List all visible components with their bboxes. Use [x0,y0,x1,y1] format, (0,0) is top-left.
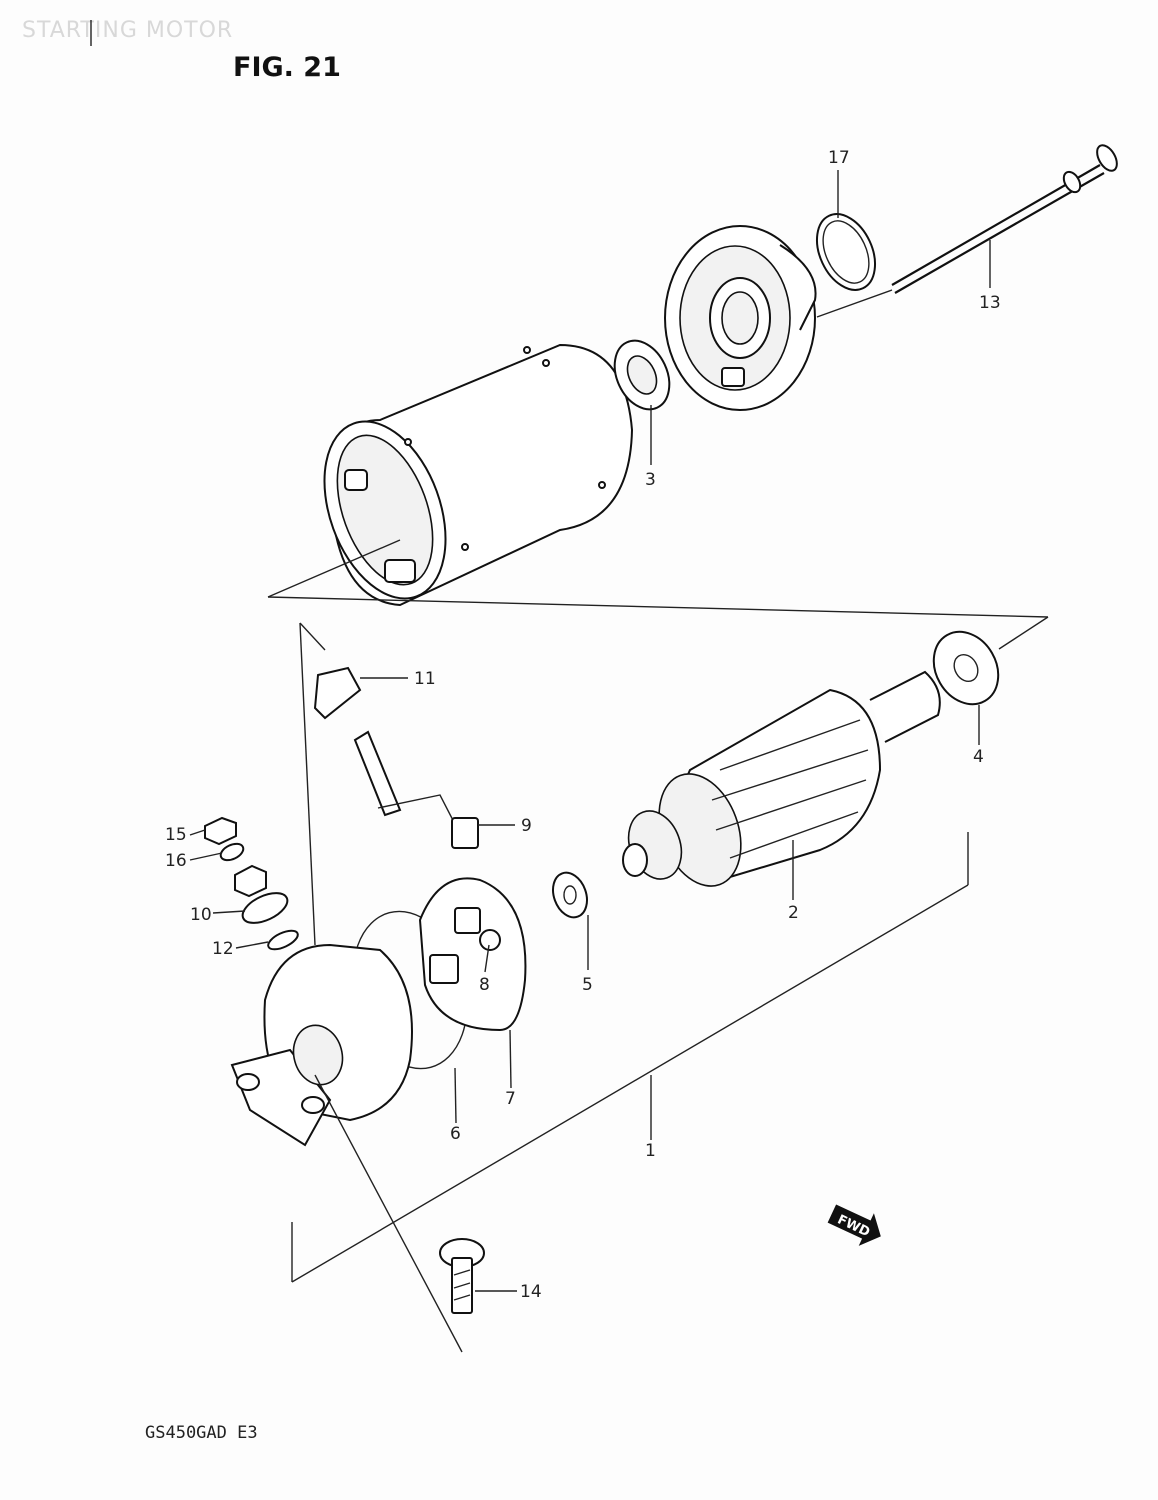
callout-17: 17 [828,148,850,168]
washer-5 [552,871,588,919]
callout-6: 6 [450,1124,461,1144]
nut-15 [204,816,237,846]
nut-extra [234,864,267,898]
callout-14: 14 [520,1282,542,1302]
callout-2: 2 [788,903,799,923]
lock-washer-16 [219,842,245,862]
callout-7: 7 [505,1089,516,1109]
end-housing [230,943,413,1147]
model-code: GS450GAD E3 [145,1423,258,1443]
o-ring-12 [267,929,299,951]
callout-5: 5 [582,975,593,995]
callout-4: 4 [973,747,984,767]
bolt-14 [439,1238,485,1314]
insulator-11 [313,666,362,720]
callout-10: 10 [190,905,212,925]
leader-lines [189,170,991,1292]
callout-9: 9 [521,816,532,836]
figure-label: FIG. 21 [233,52,341,83]
yoke-housing [323,343,634,607]
fwd-arrow-icon: FWD [827,1204,881,1246]
callout-13: 13 [979,293,1001,313]
callout-3: 3 [645,470,656,490]
washer-10 [241,892,289,924]
end-cover [664,225,817,411]
callout-11: 11 [414,669,436,689]
terminal-brush-9 [353,730,479,849]
callout-16: 16 [165,851,187,871]
callout-8: 8 [479,975,490,995]
armature-2 [622,670,941,887]
header-title: STARTING MOTOR [22,18,234,43]
through-bolt-13 [891,144,1118,294]
o-ring-17 [815,213,877,291]
brush-plate-7 [418,877,527,1032]
assembly-outline [267,289,1049,1283]
bolt-axis-line [314,1074,463,1353]
callout-1: 1 [645,1141,656,1161]
callout-15: 15 [165,825,187,845]
callout-12: 12 [212,939,234,959]
washer-4 [932,630,1000,706]
